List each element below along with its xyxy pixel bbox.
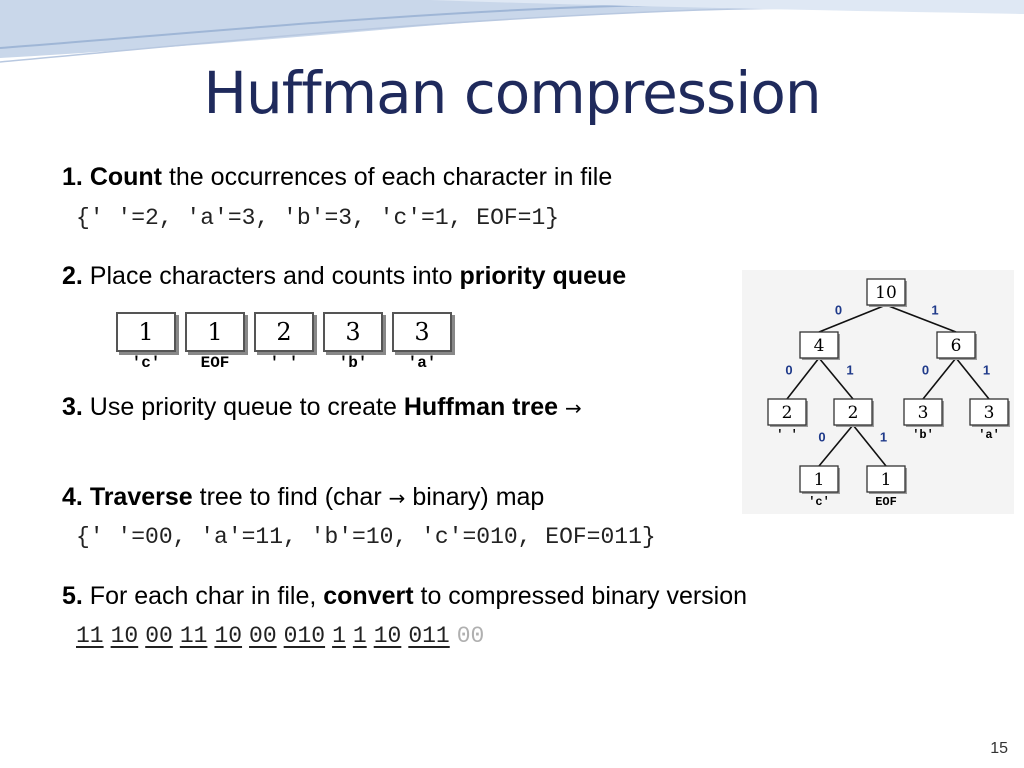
- tree-node: [903, 398, 943, 426]
- step-2-number: 2.: [62, 262, 83, 290]
- edge-bit-label: 0: [818, 430, 825, 445]
- tree-edge: [922, 357, 957, 400]
- tree-node-value: 2: [782, 403, 793, 423]
- queue-node: 1: [185, 312, 245, 352]
- step-3-number: 3.: [62, 393, 83, 421]
- header-swoosh: [0, 0, 1024, 63]
- bit-padding: 00: [456, 623, 485, 649]
- tree-edge: [818, 357, 854, 400]
- tree-node-value: 6: [951, 336, 962, 356]
- step-5-keyword: convert: [323, 582, 414, 610]
- step-5-text: For each char in file,: [82, 582, 324, 610]
- tree-node: [767, 398, 807, 426]
- bit-group: 00: [249, 623, 277, 649]
- tree-node-value: 10: [875, 283, 897, 303]
- tree-node-label: EOF: [875, 495, 897, 509]
- tree-node: [799, 465, 839, 493]
- queue-node: 2: [254, 312, 314, 352]
- slide-title: Huffman compression: [203, 59, 821, 127]
- tree-edge: [818, 424, 854, 467]
- encoding-map: {' '=00, 'a'=11, 'b'=10, 'c'=010, EOF=01…: [76, 524, 656, 550]
- tree-node-label: 'b': [912, 428, 934, 442]
- step-3: 3. Use priority queue to create Huffman …: [62, 391, 582, 424]
- step-4-number: 4.: [62, 483, 83, 511]
- tree-edge: [818, 304, 887, 333]
- step-1-keyword: Count: [89, 163, 163, 191]
- queue-node-label: ' ': [269, 354, 299, 372]
- step-1-number: 1.: [62, 163, 83, 191]
- tree-edge: [852, 424, 887, 467]
- queue-node-label: EOF: [200, 354, 230, 372]
- tree-node-value: 3: [984, 403, 995, 423]
- edge-bit-label: 0: [922, 363, 929, 378]
- tree-node-value: 2: [848, 403, 859, 423]
- counts-map: {' '=2, 'a'=3, 'b'=3, 'c'=1, EOF=1}: [76, 205, 560, 231]
- step-2: 2. Place characters and counts into prio…: [62, 260, 626, 292]
- queue-node-label: 'c': [131, 354, 161, 372]
- tree-edge: [786, 357, 820, 400]
- tree-node: [936, 331, 976, 359]
- queue-node: 3: [323, 312, 383, 352]
- step-5-text-end: to compressed binary version: [413, 582, 748, 610]
- edge-bit-label: 1: [983, 363, 990, 378]
- tree-node-label: 'a': [978, 428, 1000, 442]
- bit-group: 011: [408, 623, 450, 649]
- tree-node: [969, 398, 1009, 426]
- tree-node: [866, 465, 906, 493]
- queue-node-label: 'b': [338, 354, 368, 372]
- step-5-number: 5.: [62, 582, 83, 610]
- step-1-text: the occurrences of each character in fil…: [162, 163, 613, 191]
- step-4-text: tree to find (char: [192, 483, 389, 511]
- edge-bit-label: 0: [785, 363, 792, 378]
- bit-group: 11: [179, 623, 208, 649]
- arrow-right-icon: →: [388, 486, 406, 510]
- tree-node-value: 3: [918, 403, 929, 423]
- tree-node-value: 1: [881, 470, 892, 490]
- tree-edge: [885, 304, 957, 333]
- tree-node: [799, 331, 839, 359]
- edge-bit-label: 1: [846, 363, 853, 378]
- edge-bit-label: 1: [931, 303, 938, 318]
- tree-node-label: ' ': [776, 428, 798, 442]
- bit-group: 10: [214, 623, 243, 649]
- edge-bit-label: 0: [835, 303, 842, 318]
- queue-node: 1: [116, 312, 176, 352]
- step-1: 1. Count the occurrences of each charact…: [62, 161, 612, 193]
- tree-node-value: 4: [814, 336, 825, 356]
- tree-node-label: 'c': [808, 495, 830, 509]
- tree-edge: [955, 357, 990, 400]
- tree-node: [833, 398, 873, 426]
- bit-group: 00: [145, 623, 173, 649]
- bit-group: 1: [352, 623, 367, 649]
- bit-group: 1: [332, 623, 346, 649]
- bit-group: 11: [76, 623, 104, 649]
- bit-group: 010: [283, 623, 326, 649]
- step-3-keyword: Huffman tree: [403, 393, 559, 421]
- step-4-keyword: Traverse: [89, 483, 193, 511]
- bit-group: 10: [373, 623, 402, 649]
- step-4-text-end: binary) map: [405, 483, 545, 511]
- step-4: 4. Traverse tree to find (char → binary)…: [62, 481, 544, 514]
- queue-node-label: 'a': [407, 354, 437, 372]
- edge-bit-label: 1: [880, 430, 887, 445]
- queue-node: 3: [392, 312, 452, 352]
- arrow-right-icon: →: [565, 396, 582, 420]
- step-2-text: Place characters and counts into: [82, 262, 460, 290]
- page-number: 15: [990, 740, 1008, 757]
- tree-node: [866, 278, 906, 306]
- step-3-text: Use priority queue to create: [82, 393, 404, 421]
- step-5: 5. For each char in file, convert to com…: [62, 580, 747, 612]
- tree-node-value: 1: [814, 470, 825, 490]
- bit-group: 10: [110, 623, 139, 649]
- step-2-keyword: priority queue: [459, 262, 627, 290]
